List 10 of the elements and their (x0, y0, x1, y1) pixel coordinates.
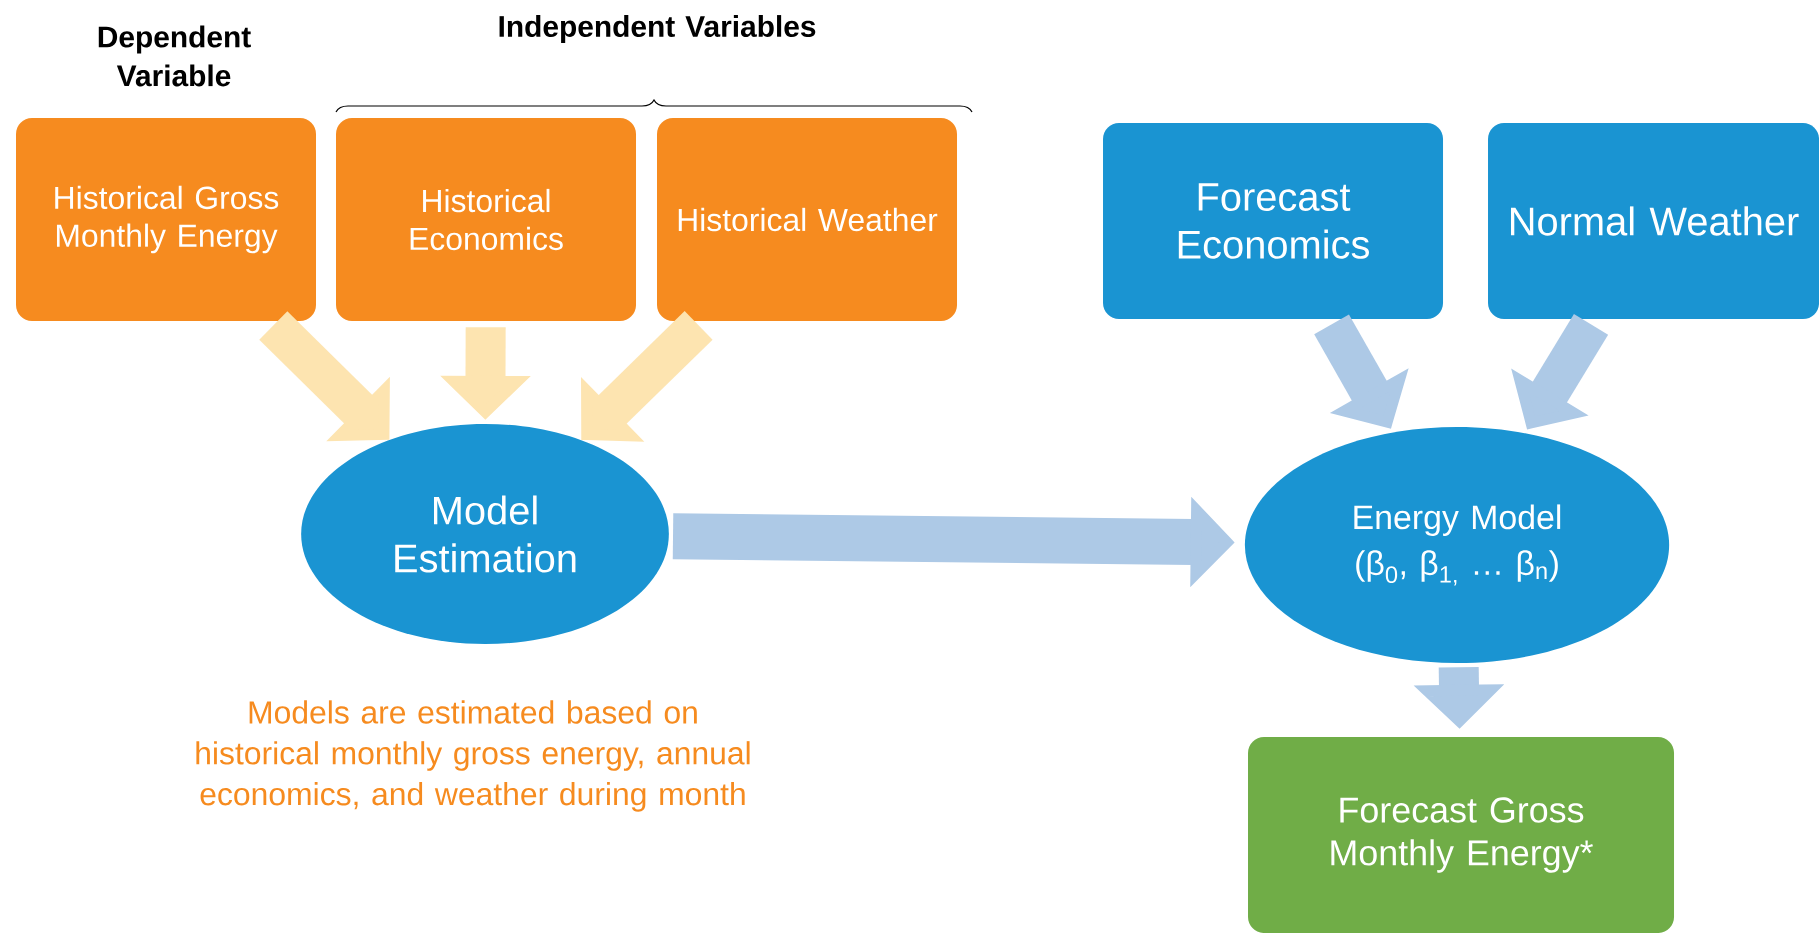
block-arrow (581, 311, 713, 442)
heading: Dependent Variable (98, 25, 251, 87)
process-box: Historical Weather (657, 118, 957, 321)
note-text: Models are estimated based on historical monthly gross energy, annual economics, and weather during month (196, 700, 750, 812)
heading: Independent Variables (499, 15, 816, 43)
output-box: Forecast Gross Monthly Energy* (1248, 737, 1674, 933)
process-box: Forecast Economics (1103, 123, 1443, 319)
process-box: Historical Economics (336, 118, 636, 321)
process-box: Normal Weather (1488, 123, 1819, 319)
process-box: Historical Gross Monthly Energy (16, 118, 316, 321)
